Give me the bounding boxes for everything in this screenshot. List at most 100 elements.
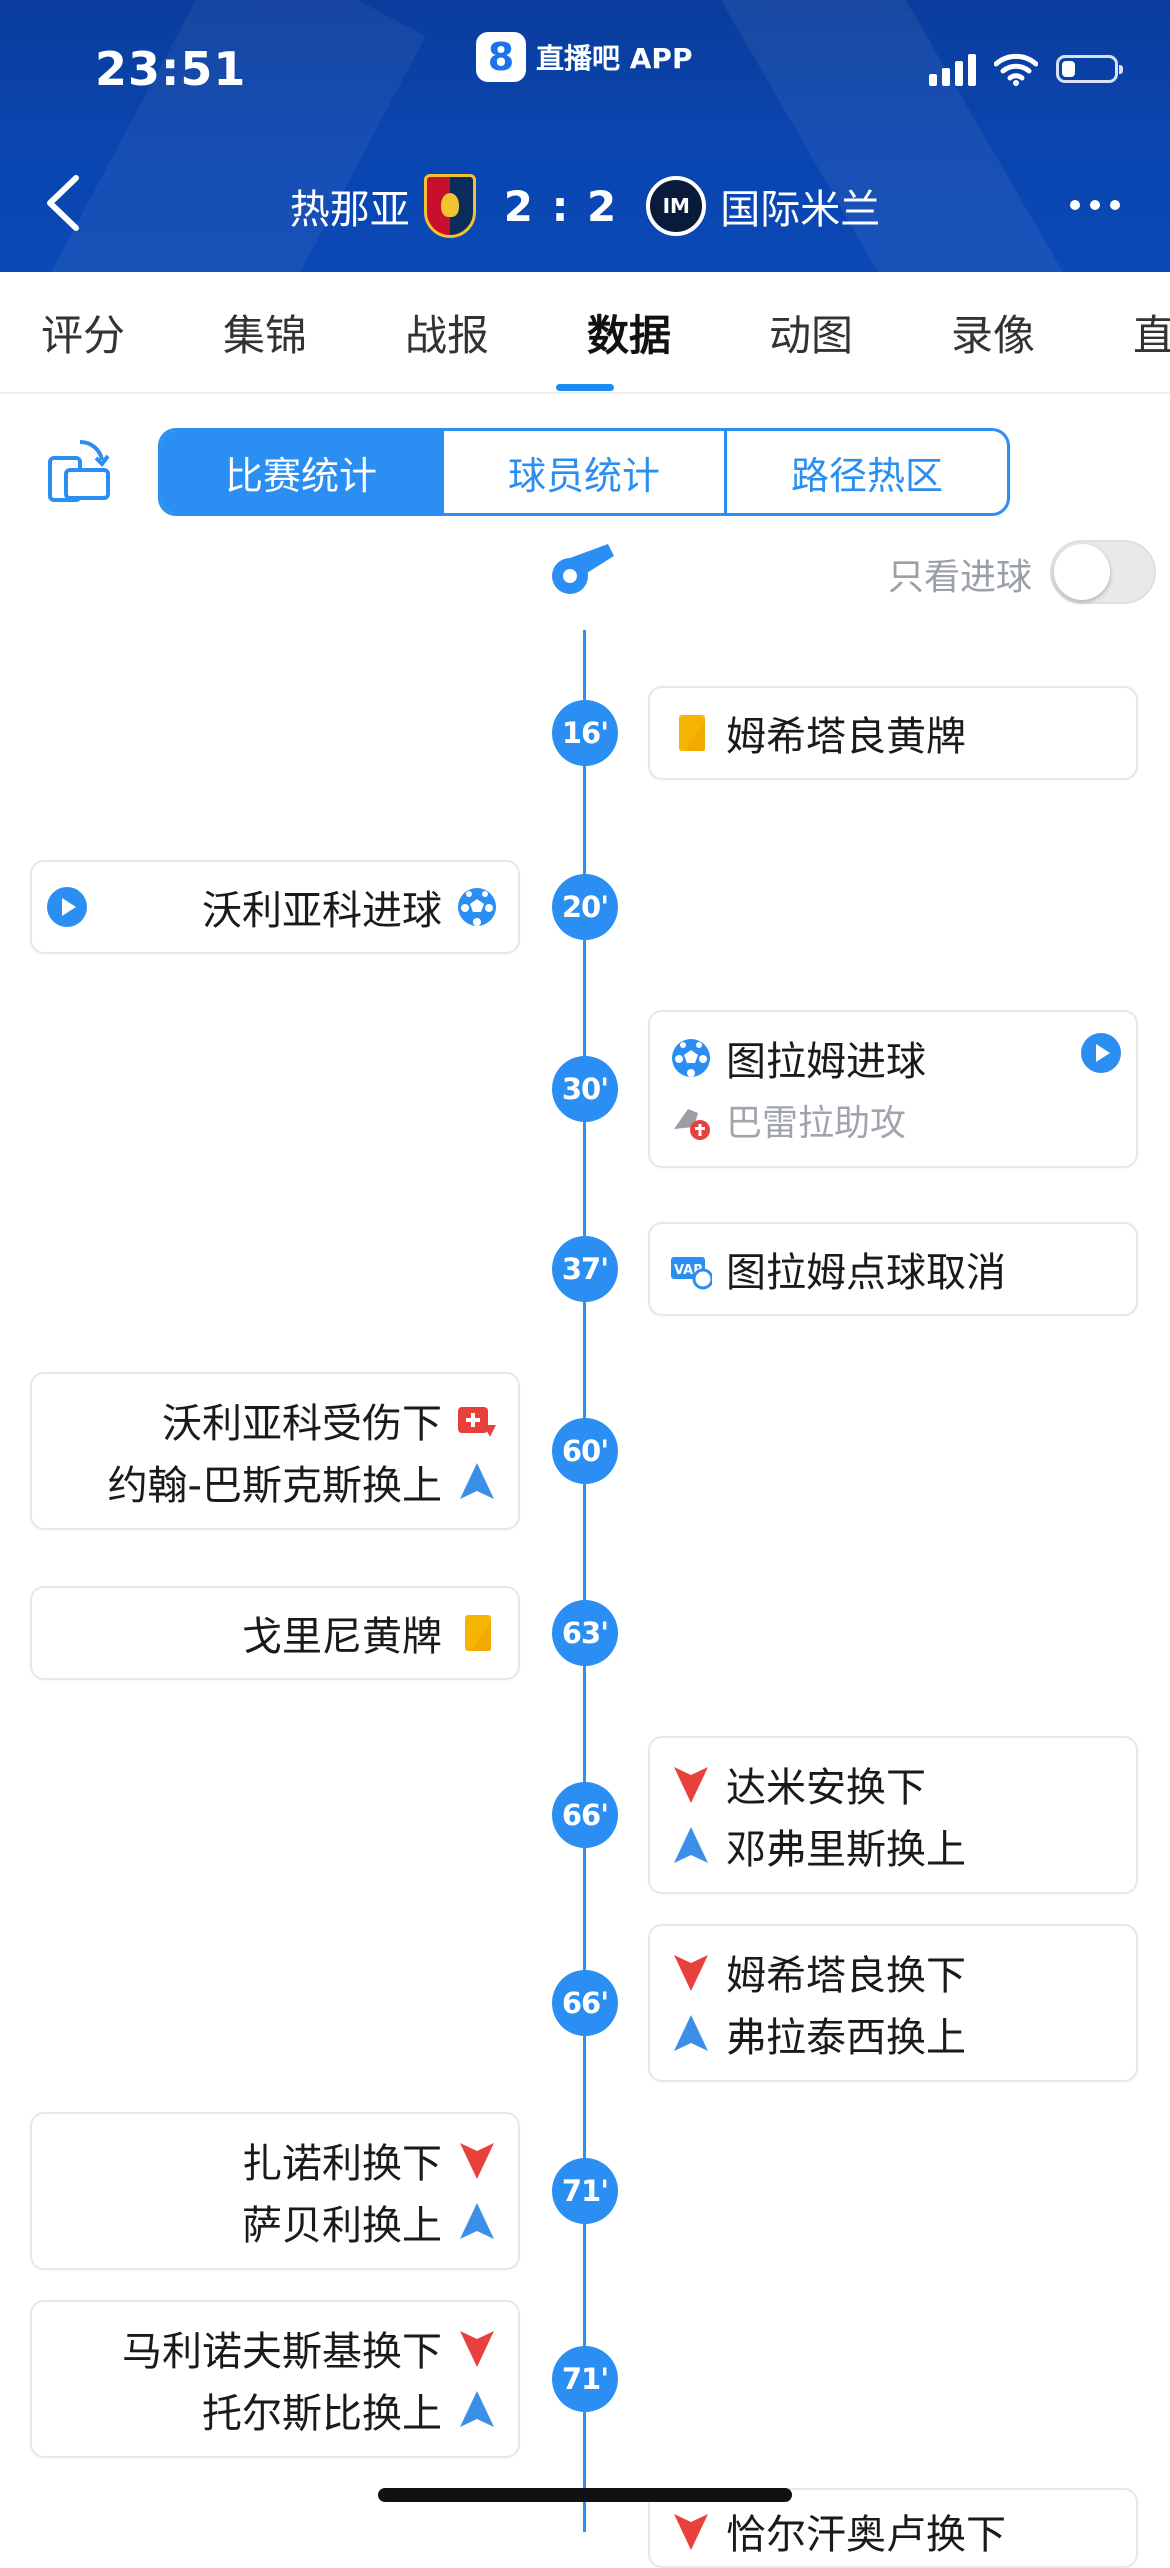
event-line: 姆希塔良换下 (670, 1941, 1136, 2003)
event-line: 弗拉泰西换上 (670, 2003, 1136, 2065)
inter-crest-text: IM (662, 194, 690, 218)
segment-heatmap[interactable]: 路径热区 (724, 431, 1007, 513)
tab-live[interactable]: 直播 (1132, 310, 1170, 360)
goals-only-label: 只看进球 (887, 557, 1032, 598)
goals-only-toggle[interactable] (1050, 540, 1156, 604)
minute-badge: 30' (552, 1056, 618, 1122)
active-tab-indicator (556, 384, 614, 391)
sub-out-icon (460, 2143, 494, 2179)
event-card[interactable]: 姆希塔良换下 弗拉泰西换上 (648, 1924, 1138, 2082)
timeline-line (583, 630, 586, 2532)
sub-out-icon (674, 1955, 708, 1991)
event-line: 托尔斯比换上 (202, 2379, 498, 2441)
sub-out-icon (674, 2514, 708, 2550)
event-line: 萨贝利换上 (242, 2191, 498, 2253)
event-text: 姆希塔良换下 (726, 1953, 966, 1999)
sub-out-icon (674, 1767, 708, 1803)
home-indicator[interactable] (378, 2488, 792, 2502)
event-card[interactable]: 姆希塔良黄牌 (648, 686, 1138, 780)
home-team-name[interactable]: 热那亚 (289, 187, 410, 233)
minute-badge: 63' (552, 1600, 618, 1666)
status-time: 23:51 (95, 42, 247, 96)
event-card[interactable]: 沃利亚科受伤下 约翰-巴斯克斯换上 (30, 1372, 520, 1530)
tab-report[interactable]: 战报 (404, 310, 489, 360)
whistle-icon (552, 544, 614, 594)
play-video-icon[interactable] (1080, 1032, 1122, 1074)
event-card[interactable]: 戈里尼黄牌 (30, 1586, 520, 1680)
event-line: 达米安换下 (670, 1753, 1136, 1815)
event-card[interactable]: 达米安换下 邓弗里斯换上 (648, 1736, 1138, 1894)
event-text: 弗拉泰西换上 (726, 2015, 966, 2061)
cellular-signal-icon (929, 52, 976, 86)
tab-gifs[interactable]: 动图 (768, 310, 853, 360)
tab-data[interactable]: 数据 (586, 310, 671, 360)
event-card[interactable]: 图拉姆进球 巴雷拉助攻 (648, 1010, 1138, 1168)
event-line: 巴雷拉助攻 (670, 1089, 1136, 1151)
tab-bar: 评分 集锦 战报 数据 动图 录像 直播 (0, 272, 1170, 392)
tab-rating[interactable]: 评分 (40, 310, 125, 360)
sub-in-icon (460, 2203, 494, 2239)
event-text: 恰尔汗奥卢换下 (726, 2512, 1006, 2558)
event-line: 图拉姆进球 (670, 1027, 1136, 1089)
event-line: 马利诺夫斯基换下 (122, 2317, 498, 2379)
event-text: 马利诺夫斯基换下 (122, 2329, 442, 2375)
battery-icon (1056, 55, 1123, 83)
event-line: 沃利亚科进球 (202, 876, 498, 938)
injury-icon (458, 1407, 496, 1437)
event-card[interactable]: 沃利亚科进球 (30, 860, 520, 954)
segment-player-stats[interactable]: 球员统计 (441, 431, 724, 513)
minute-badge: 66' (552, 1970, 618, 2036)
event-text: 巴雷拉助攻 (726, 1103, 907, 1144)
segment-match-stats[interactable]: 比赛统计 (161, 431, 441, 513)
sub-out-icon (460, 2331, 494, 2367)
event-text: 姆希塔良黄牌 (726, 714, 966, 760)
app-name: 直播吧 APP (536, 42, 693, 75)
status-icons (929, 52, 1123, 86)
event-card[interactable]: VAR 图拉姆点球取消 (648, 1222, 1138, 1316)
event-line: 邓弗里斯换上 (670, 1815, 1136, 1877)
genoa-crest-icon[interactable] (423, 174, 476, 238)
match-score-bar: 热那亚 2 : 2 IM 国际米兰 (0, 168, 1170, 244)
away-team-name[interactable]: 国际米兰 (720, 187, 881, 233)
assist-boot-icon (674, 1109, 710, 1140)
event-line: 沃利亚科受伤下 (162, 1389, 498, 1451)
yellow-card-icon (679, 715, 705, 751)
event-line: 姆希塔良黄牌 (670, 702, 1136, 764)
event-line: 扎诺利换下 (242, 2129, 498, 2191)
minute-badge: 60' (552, 1418, 618, 1484)
event-text: 约翰-巴斯克斯换上 (107, 1463, 442, 1509)
event-text: 邓弗里斯换上 (726, 1827, 966, 1873)
minute-badge: 66' (552, 1782, 618, 1848)
stats-segment-control: 比赛统计 球员统计 路径热区 (158, 428, 1010, 516)
event-line: 戈里尼黄牌 (242, 1602, 498, 1664)
event-text: 萨贝利换上 (242, 2203, 442, 2249)
event-card[interactable]: 马利诺夫斯基换下 托尔斯比换上 (30, 2300, 520, 2458)
event-text: 沃利亚科进球 (202, 888, 442, 934)
app-badge: 8 直播吧 APP (476, 32, 692, 82)
rotate-screen-icon[interactable] (44, 436, 114, 506)
tab-highlights[interactable]: 集锦 (222, 310, 307, 360)
goal-ball-icon (458, 888, 496, 926)
match-header: 23:51 8 直播吧 APP 热那亚 2 : 2 IM 国际米兰 (0, 0, 1170, 272)
event-text: 达米安换下 (726, 1765, 926, 1811)
event-text: 托尔斯比换上 (202, 2391, 442, 2437)
event-line: VAR 图拉姆点球取消 (670, 1238, 1136, 1300)
more-options-icon[interactable] (1070, 200, 1120, 210)
event-text: 戈里尼黄牌 (242, 1614, 442, 1660)
app-logo-icon: 8 (476, 32, 526, 82)
minute-badge: 71' (552, 2158, 618, 2224)
minute-badge: 20' (552, 874, 618, 940)
yellow-card-icon (465, 1615, 491, 1651)
battery-level (1062, 61, 1075, 77)
back-chevron-icon[interactable] (36, 168, 96, 238)
event-card[interactable]: 扎诺利换下 萨贝利换上 (30, 2112, 520, 2270)
event-text: 扎诺利换下 (242, 2141, 442, 2187)
play-video-icon[interactable] (46, 886, 88, 928)
event-text: 沃利亚科受伤下 (162, 1401, 442, 1447)
inter-crest-icon[interactable]: IM (646, 176, 707, 236)
event-line: 恰尔汗奥卢换下 (670, 2500, 1136, 2562)
goal-ball-icon (672, 1039, 710, 1077)
tab-replay[interactable]: 录像 (950, 310, 1035, 360)
minute-badge: 71' (552, 2346, 618, 2412)
sub-in-icon (460, 1463, 494, 1499)
